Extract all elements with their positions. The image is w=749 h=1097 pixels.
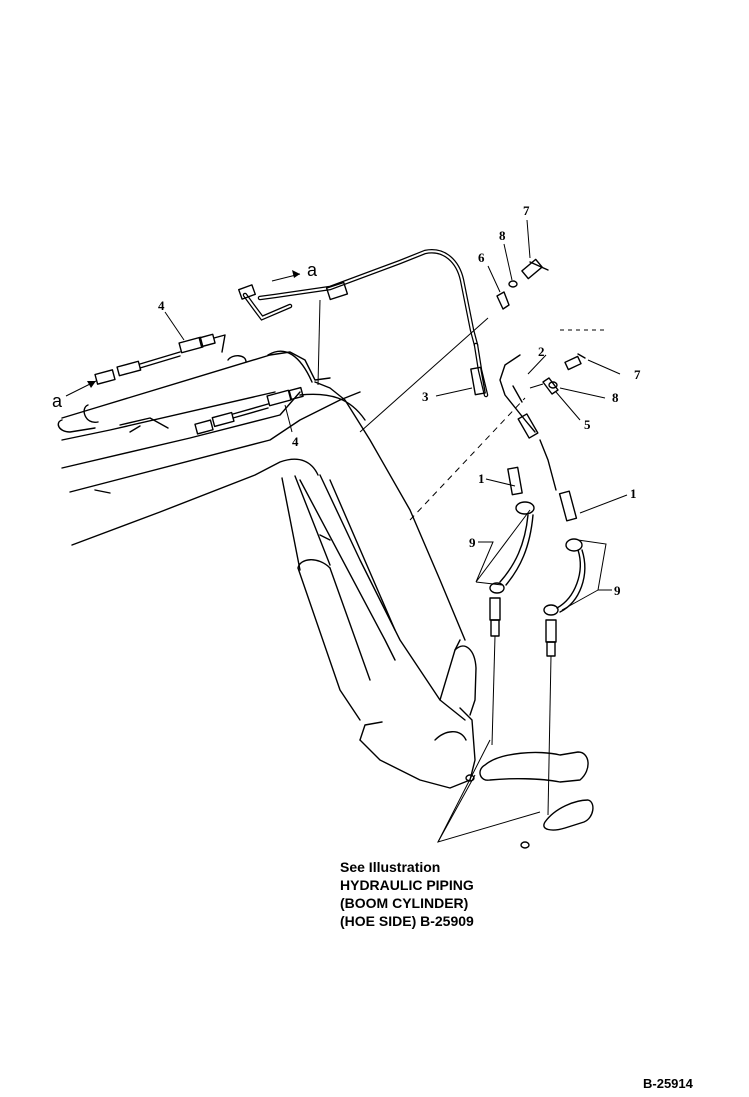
callout-5: 5	[584, 417, 591, 432]
hose-4-lower	[194, 386, 304, 435]
callout-6: 6	[478, 250, 485, 265]
callout-8-right: 8	[612, 390, 619, 405]
callout-4-lower: 4	[292, 434, 299, 449]
bottom-fittings	[465, 751, 594, 849]
hose-9-right	[543, 490, 586, 816]
callout-4-upper: 4	[158, 298, 165, 313]
hose-4-upper	[94, 333, 226, 385]
callout-a-upper: a	[307, 260, 318, 280]
note-line-1: See Illustration	[340, 859, 441, 875]
drawing-number: B-25914	[643, 1076, 693, 1091]
note-line-3: (BOOM CYLINDER)	[340, 895, 469, 911]
callout-8-upper: 8	[499, 228, 506, 243]
callout-3: 3	[422, 389, 429, 404]
callout-2: 2	[538, 344, 545, 359]
boom-structure	[57, 350, 477, 789]
hose-9-left	[489, 466, 535, 746]
note-line-4: (HOE SIDE) B-25909	[340, 913, 474, 929]
callout-a-left: a	[52, 391, 63, 411]
main-hydraulic-pipe	[238, 249, 557, 491]
note-line-2: HYDRAULIC PIPING	[340, 877, 474, 893]
callout-labels: 4 4 3 6 8 7 2 7 8 5 1 1 9 9 a a	[52, 203, 641, 598]
callout-1-left: 1	[478, 471, 485, 486]
small-fittings	[496, 258, 586, 395]
callout-9-left: 9	[469, 535, 476, 550]
callout-9-right: 9	[614, 583, 621, 598]
see-illustration-note: See Illustration HYDRAULIC PIPING (BOOM …	[340, 858, 474, 930]
leader-lines	[65, 219, 628, 843]
callout-7-right: 7	[634, 367, 641, 382]
callout-7-upper: 7	[523, 203, 530, 218]
callout-1-right: 1	[630, 486, 637, 501]
